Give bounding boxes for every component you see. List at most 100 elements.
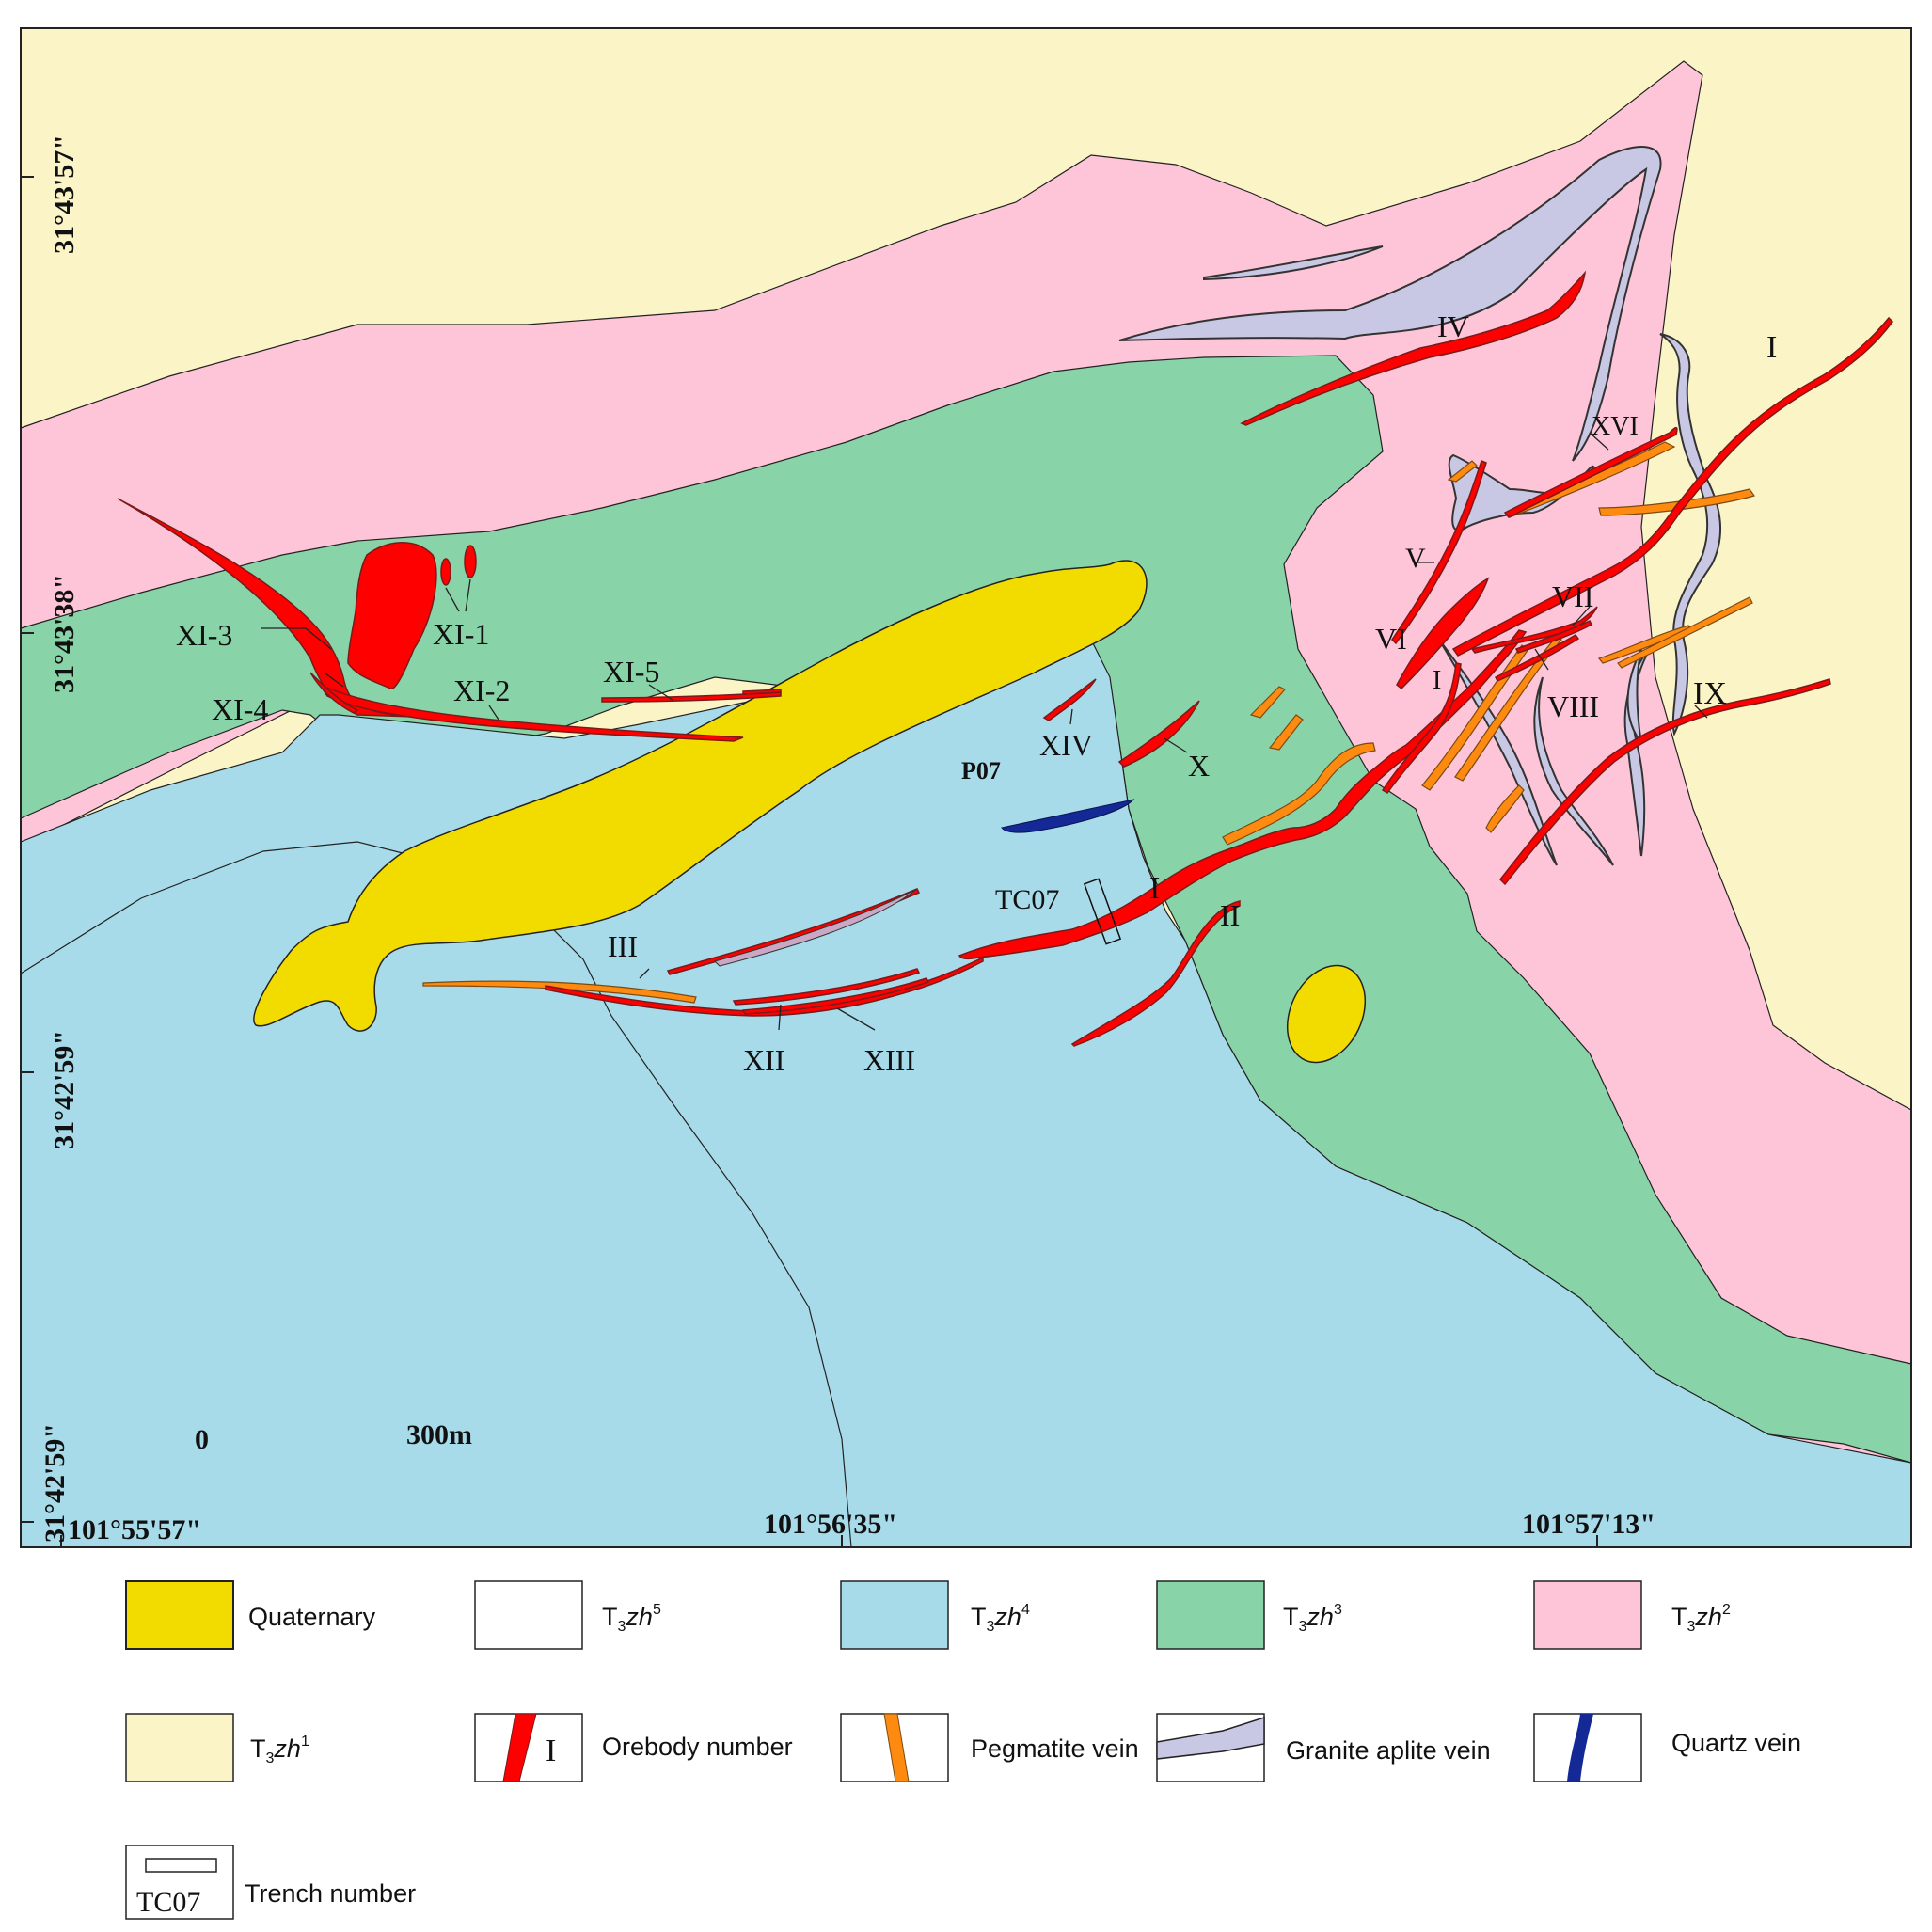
legend-swatch-t3zh1 xyxy=(125,1713,234,1782)
label-IX: IX xyxy=(1693,676,1727,711)
leader-line xyxy=(1572,606,1591,626)
orebody-XI-body xyxy=(347,542,437,689)
legend-item-t3zh4: T3zh4 xyxy=(840,1580,1030,1650)
label-XI-1: XI-1 xyxy=(433,617,489,651)
map-border xyxy=(20,27,1912,1548)
label-X: X xyxy=(1188,749,1210,783)
legend-swatch-quaternary xyxy=(125,1580,234,1650)
quaternary-patch xyxy=(1286,964,1367,1064)
label-XI-5: XI-5 xyxy=(603,655,659,689)
map-frame xyxy=(20,27,1912,1548)
orebody-IV xyxy=(1240,270,1587,426)
leader-line xyxy=(325,673,344,688)
legend-aplite-shape xyxy=(1156,1716,1265,1760)
pegmatite-vein xyxy=(1222,742,1376,846)
trench-tc07 xyxy=(1083,878,1122,945)
legend-label-orebody: Orebody number xyxy=(602,1733,793,1761)
orebody-XI-5 xyxy=(601,691,782,703)
orebody-II xyxy=(1070,900,1241,1047)
orebody-XI-4 xyxy=(309,672,359,714)
label-I-ne: I xyxy=(1766,330,1777,365)
legend-label-quartz: Quartz vein xyxy=(1671,1729,1801,1757)
orebody-XI-2 xyxy=(317,683,744,742)
leader-line xyxy=(836,1007,876,1031)
legend-pegmatite-shape xyxy=(883,1713,910,1782)
label-V: V xyxy=(1405,543,1426,574)
aplite-vein xyxy=(1533,676,1614,866)
legend-item-t3zh5: T3zh5 xyxy=(474,1580,661,1650)
scale-zero: 0 xyxy=(195,1424,209,1455)
pegmatite-vein xyxy=(1617,596,1753,669)
lat-label-4: 31°42'59" xyxy=(40,1423,71,1543)
unit-quaternary xyxy=(253,560,1148,1032)
coordinates: 31°43'57" 31°43'38" 31°42'59" 31°42'59" … xyxy=(21,135,1655,1547)
label-XIII: XIII xyxy=(863,1043,915,1077)
label-IV: IV xyxy=(1437,309,1469,343)
legend-label-t3zh2: T3zh2 xyxy=(1671,1602,1731,1635)
legend-label-t3zh3: T3zh3 xyxy=(1283,1602,1342,1635)
leader-line xyxy=(1164,737,1188,753)
leader-lines xyxy=(261,432,1708,1031)
orebody-XIII xyxy=(741,977,930,1015)
leader-line xyxy=(261,627,332,650)
label-XI-4: XI-4 xyxy=(212,692,268,726)
lon-label-1: 101°55'57" xyxy=(68,1514,201,1545)
legend-label-t3zh4: T3zh4 xyxy=(971,1602,1030,1635)
leader-line xyxy=(639,968,650,979)
leader-line xyxy=(778,1004,782,1031)
label-XII: XII xyxy=(743,1043,784,1077)
label-VI: VI xyxy=(1375,622,1407,656)
orebody-labels: I IV XVI V VI I VII VIII IX X XIV I II I… xyxy=(176,309,1777,1077)
leader-line xyxy=(1694,705,1708,719)
label-P07: P07 xyxy=(961,757,1001,784)
label-II: II xyxy=(1220,898,1240,932)
leader-line xyxy=(488,705,499,721)
legend-swatch-t3zh4 xyxy=(840,1580,949,1650)
orebody-X xyxy=(1117,700,1200,768)
orebody-IX xyxy=(1499,678,1831,886)
orebody-VII xyxy=(1470,606,1598,654)
orebody-XVI xyxy=(1503,426,1678,518)
label-I-main: I xyxy=(1149,871,1160,906)
pegmatite-veins xyxy=(422,441,1755,1004)
legend-label-trench: Trench number xyxy=(245,1879,416,1908)
legend-item-orebody: I Orebody number xyxy=(474,1713,793,1782)
orebody-VII-b xyxy=(1514,619,1592,654)
legend-label-t3zh5: T3zh5 xyxy=(602,1602,661,1635)
orebody-XII xyxy=(732,968,921,1006)
orebody-XI-1b xyxy=(464,545,477,578)
lat-label-2: 31°43'38" xyxy=(49,574,80,693)
legend-item-quaternary: Quaternary xyxy=(125,1580,376,1650)
label-VIII: VIII xyxy=(1547,689,1599,723)
legend-item-pegmatite: Pegmatite vein xyxy=(840,1713,1139,1782)
leader-line xyxy=(1589,432,1609,451)
legend-item-quartz: Quartz vein xyxy=(1533,1713,1801,1782)
orebody-III-b xyxy=(714,888,918,967)
scale-distance: 300m xyxy=(406,1419,472,1450)
label-TC07: TC07 xyxy=(995,884,1059,915)
orebody-V xyxy=(1391,460,1487,645)
lon-label-3: 101°57'13" xyxy=(1522,1509,1655,1540)
leader-line xyxy=(465,578,471,612)
pegmatite-vein xyxy=(1447,460,1478,483)
legend-swatch-trench xyxy=(125,1845,234,1920)
label-XIV: XIV xyxy=(1039,728,1093,762)
orebody-XI-5b xyxy=(742,689,782,695)
legend-swatch-t3zh2 xyxy=(1533,1580,1642,1650)
pegmatite-vein xyxy=(422,980,697,1004)
label-XI-3: XI-3 xyxy=(176,618,232,652)
legend: Quaternary T3zh5 T3zh4 T3zh3 T3zh2 T3zh1… xyxy=(125,1580,1801,1920)
legend-trench-shape xyxy=(145,1858,217,1873)
aplite-vein xyxy=(1118,146,1662,462)
pegmatite-vein xyxy=(1249,686,1286,719)
leader-line xyxy=(445,587,460,612)
unit-t3zh3 xyxy=(20,355,1912,1464)
legend-label-t3zh1: T3zh1 xyxy=(250,1734,309,1766)
leader-line xyxy=(648,684,673,701)
pegmatite-vein xyxy=(1421,644,1529,791)
label-I-mid: I xyxy=(1433,666,1441,695)
legend-item-t3zh2: T3zh2 xyxy=(1533,1580,1731,1650)
orebody-I-main xyxy=(958,629,1528,960)
pegmatite-vein xyxy=(1454,635,1562,782)
